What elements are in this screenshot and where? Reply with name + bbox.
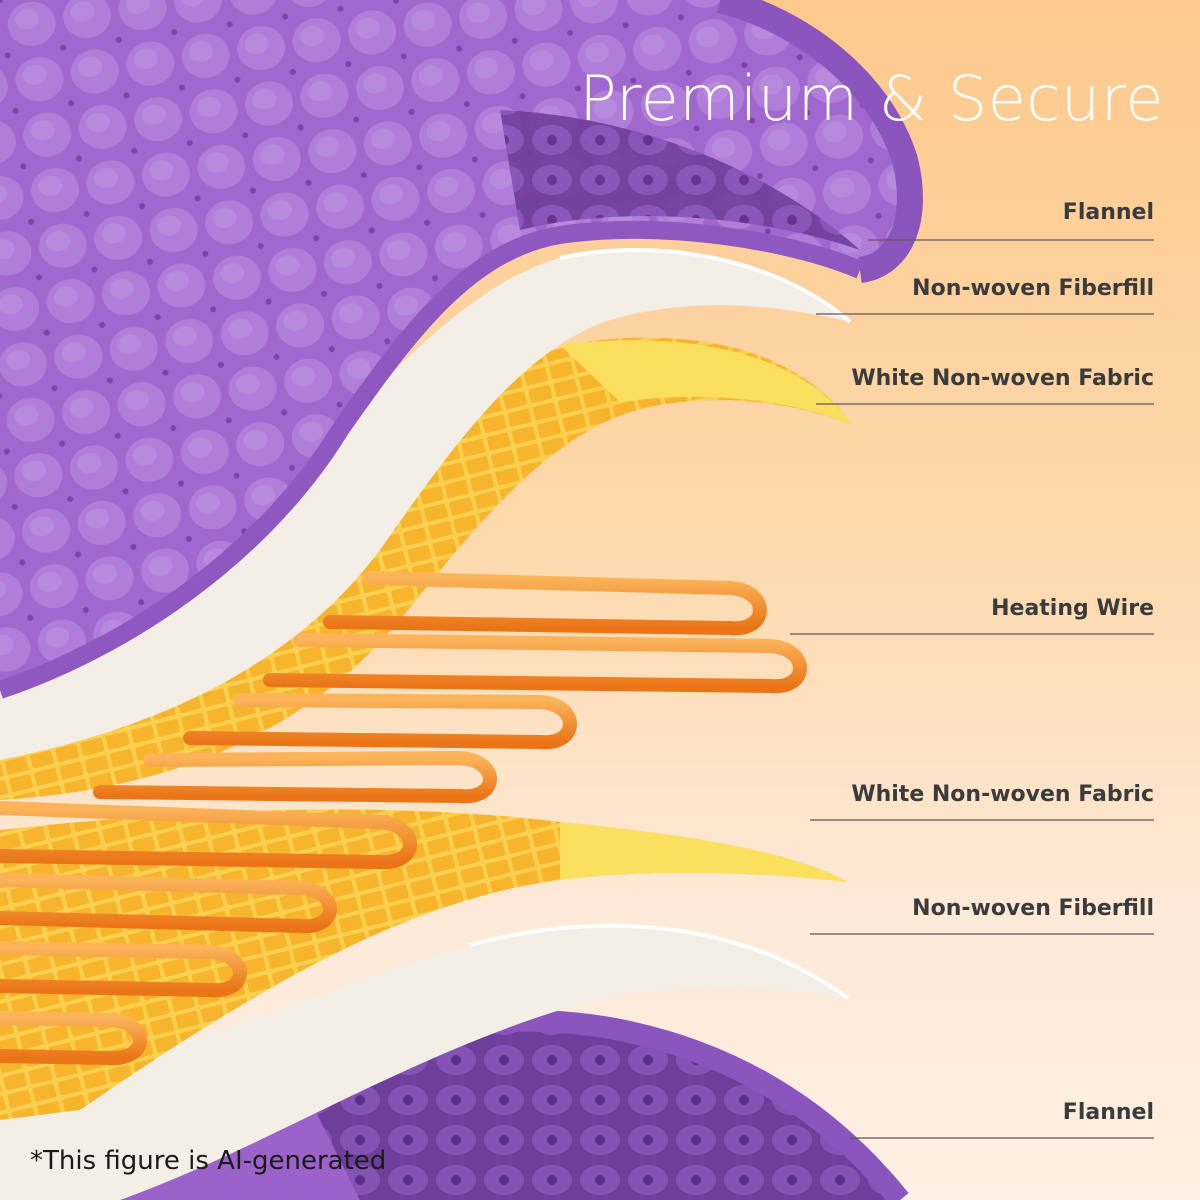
bottom-fiberfill-layer xyxy=(0,923,850,1200)
heating-wire-upper xyxy=(93,571,807,804)
layer-label-fiberfill-bottom: Non-woven Fiberfill xyxy=(912,896,1154,921)
layer-label-flannel-top: Flannel xyxy=(1062,200,1154,225)
layer-label-fiberfill-top: Non-woven Fiberfill xyxy=(912,276,1154,301)
layer-label-heating-wire: Heating Wire xyxy=(991,596,1154,621)
ai-generated-disclaimer: *This figure is AI-generated xyxy=(30,1146,387,1176)
leader-lines xyxy=(790,239,1154,1139)
heating-wire-lower xyxy=(0,801,417,1066)
layer-label-flannel-bottom: Flannel xyxy=(1062,1100,1154,1125)
layer-label-fabric-top: White Non-woven Fabric xyxy=(851,366,1154,391)
top-fiberfill-layer xyxy=(0,248,852,761)
headline: Premium & Secure xyxy=(579,62,1164,135)
top-flannel-layer xyxy=(0,0,923,699)
layer-label-fabric-bottom: White Non-woven Fabric xyxy=(851,782,1154,807)
